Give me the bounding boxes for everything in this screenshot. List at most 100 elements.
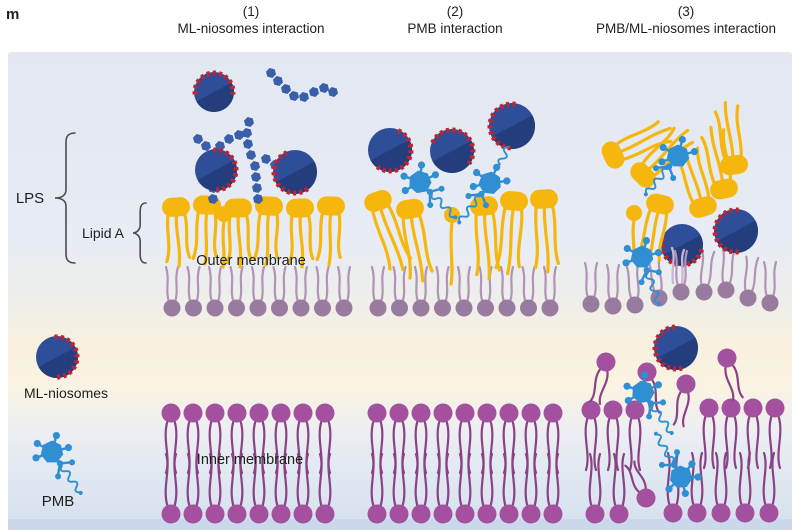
outer-leaflet-phospholipid (541, 265, 559, 317)
pmb-molecule (457, 163, 511, 225)
outer-leaflet-phospholipid (185, 265, 202, 317)
inner-membrane-phospholipid (589, 352, 616, 405)
column-3-number: (3) (678, 4, 695, 19)
pmb-tail (425, 185, 458, 220)
outer-leaflet-phospholipid (582, 261, 600, 313)
inner-membrane-panel3 (581, 398, 785, 524)
inner-membrane-phospholipid (609, 452, 629, 524)
lps-label: LPS (16, 190, 44, 207)
inner-membrane-phospholipid (717, 348, 744, 401)
inner-membrane-phospholipid (227, 452, 247, 524)
outer-leaflet-phospholipid (739, 255, 760, 307)
outer-leaflet-phospholipid (604, 263, 622, 315)
inner-membrane-phospholipid (477, 452, 497, 524)
inner-membrane-phospholipid (293, 452, 313, 524)
inner-membrane (161, 403, 335, 524)
outer-membrane-bottom-leaflet (163, 265, 353, 317)
inner-membrane-phospholipid (271, 452, 291, 524)
outer-leaflet-phospholipid (434, 265, 451, 317)
brace (54, 132, 76, 264)
inner-membrane-phospholipid (161, 452, 181, 524)
ml-niosome (271, 150, 317, 196)
inner-membrane-phospholipid (699, 398, 719, 470)
inner-membrane-phospholipid (603, 400, 623, 472)
column-2-number: (2) (447, 4, 464, 19)
ml-niosome (192, 70, 236, 112)
ml-niosome (712, 207, 758, 255)
inner-membrane-phospholipid (227, 403, 247, 475)
ml-niosome (487, 101, 535, 151)
panel-letter: m (6, 6, 19, 23)
outer-leaflet-phospholipid (391, 265, 408, 317)
lipid-a-unit (286, 198, 315, 269)
inner-membrane-phospholipid (735, 451, 755, 523)
pmb-molecule (32, 431, 83, 495)
outer-membrane-bottom-leaflet (369, 265, 559, 317)
outer-leaflet-phospholipid (271, 265, 288, 317)
inner-membrane-phospholipid (455, 452, 475, 524)
inner-membrane-phospholipid (183, 452, 203, 524)
outer-leaflet-phospholipid (314, 265, 331, 317)
lipid-a-unit (601, 120, 673, 169)
inner-membrane-phospholipid (499, 452, 519, 524)
inner-membrane-phospholipid (433, 452, 453, 524)
inner-membrane-phospholipid (543, 452, 563, 524)
outer-leaflet-phospholipid (695, 249, 716, 301)
pmb-tail (55, 458, 83, 495)
inner-membrane-phospholipid (389, 452, 409, 524)
ml-niosome (36, 334, 80, 380)
ml-niosomes-legend-label: ML-niosomes (24, 385, 108, 401)
pmb-molecule (623, 371, 674, 435)
outer-leaflet-phospholipid (206, 265, 224, 317)
pmb-tail (643, 161, 677, 197)
inner-membrane-phospholipid (521, 452, 541, 524)
ml-niosome (195, 147, 239, 193)
column-2-title: PMB interaction (407, 21, 502, 36)
pmb-tail (646, 398, 674, 435)
outer-leaflet-phospholipid (412, 265, 430, 317)
inner-membrane-phospholipid (315, 452, 335, 524)
pmb-tail (654, 431, 681, 471)
brace (132, 202, 147, 264)
pmb-tether (497, 146, 509, 166)
inner-membrane-phospholipid (711, 451, 731, 523)
inner-membrane (367, 403, 563, 524)
inner-membrane-phospholipid (624, 460, 656, 508)
lipid-a-label: Lipid A (82, 225, 125, 241)
diagram-labels: m (1) ML-niosomes interaction (2) PMB in… (6, 4, 776, 510)
lipid-a-unit (713, 101, 748, 176)
lipid-a-leaflet-panel2 (364, 189, 560, 286)
inner-membrane-phospholipid (581, 400, 601, 472)
inner-membrane-phospholipid (585, 452, 605, 524)
pmb-molecule (400, 161, 458, 220)
inner-membrane-phospholipid (249, 452, 269, 524)
displaced-lipid-a-panel3 (601, 101, 748, 268)
outer-leaflet-phospholipid (292, 265, 310, 317)
inner-membrane-label: Inner membrane (197, 452, 303, 468)
stray-lipid-tails (670, 246, 690, 301)
lipid-a-unit (216, 206, 232, 269)
pmb-molecule (622, 236, 663, 306)
lipid-a-leaflet-panel1 (162, 195, 345, 269)
pmb-tail (457, 188, 489, 225)
lipid-a-unit (315, 196, 345, 267)
inner-membrane-phospholipid (765, 398, 785, 470)
pmb-legend-label: PMB (42, 493, 75, 510)
outer-membrane-bottom-leaflet-panel3 (582, 247, 779, 315)
outer-leaflet-phospholipid (672, 249, 690, 301)
pmb-tail (638, 264, 662, 306)
outer-membrane-label: Outer membrane (196, 253, 306, 269)
inner-membrane-phospholipid (411, 452, 431, 524)
lipid-a-unit (162, 197, 192, 268)
outer-leaflet-phospholipid (228, 265, 245, 317)
outer-leaflet-phospholipid (498, 265, 516, 317)
inner-membrane-phospholipid (759, 451, 779, 523)
inner-membrane-phospholipid (625, 400, 645, 472)
column-3-title: PMB/ML-niosomes interaction (596, 21, 776, 36)
diagram-artwork (32, 67, 785, 524)
lipid-a-unit (396, 198, 434, 283)
lipid-a-unit (634, 193, 674, 268)
inner-membrane-phospholipid (183, 403, 203, 475)
ml-niosome (368, 128, 414, 174)
